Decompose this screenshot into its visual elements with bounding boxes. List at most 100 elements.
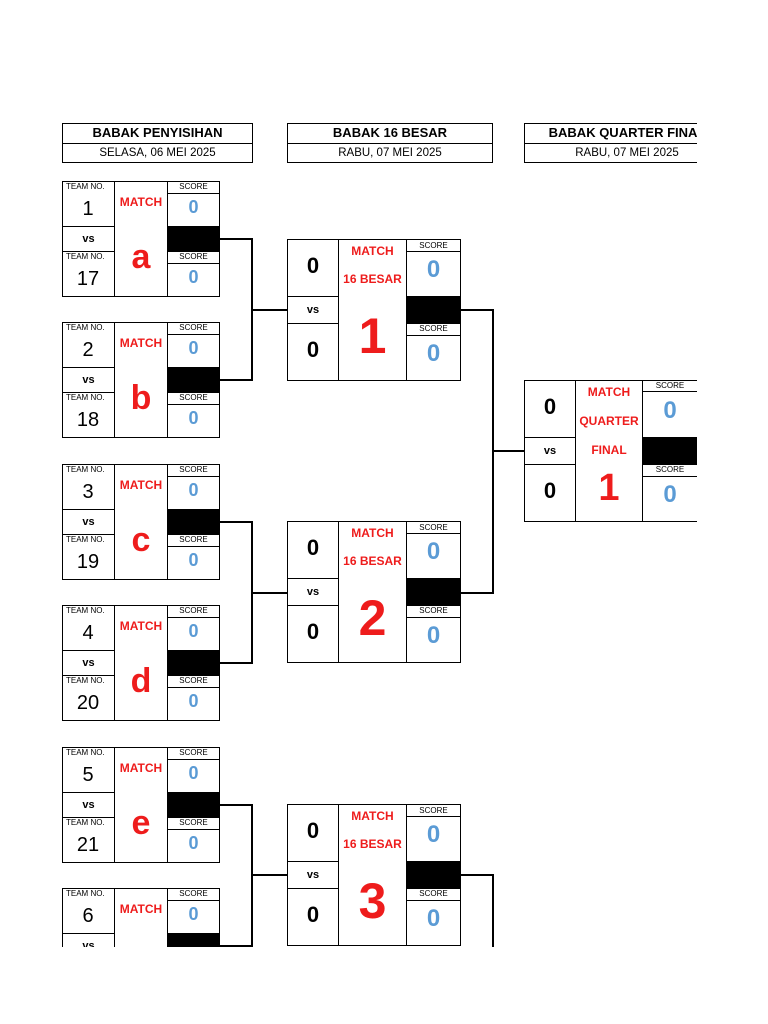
score-label: SCORE	[179, 323, 208, 332]
vs-label: vs	[82, 233, 95, 245]
team1-cell	[287, 521, 339, 579]
score2-value: 0	[188, 267, 199, 287]
score-separator-bar	[167, 934, 220, 947]
score1-cell	[167, 888, 220, 934]
score-divider	[167, 900, 220, 901]
score1-cell	[406, 521, 461, 579]
team1-number: 4	[82, 622, 94, 644]
vs-cell: vs	[62, 367, 115, 393]
match-cell	[114, 888, 168, 947]
match-label: MATCH	[119, 619, 163, 633]
score-label: SCORE	[419, 523, 448, 532]
score2-cell	[642, 464, 697, 522]
match-label: MATCH	[587, 385, 631, 399]
match-label: MATCH	[119, 195, 163, 209]
match-letter: b	[130, 379, 152, 417]
team2-cell	[287, 605, 339, 663]
team-no-label: TEAM NO.	[66, 323, 105, 332]
connector-line	[252, 309, 288, 311]
score2-value: 0	[188, 550, 199, 570]
team2-cell	[62, 675, 115, 721]
score-divider	[406, 533, 461, 534]
score2-cell	[167, 675, 220, 721]
score1-cell	[167, 181, 220, 227]
score-separator-bar	[167, 793, 220, 817]
score-divider	[167, 546, 220, 547]
score-label: SCORE	[179, 606, 208, 615]
vs-label: vs	[82, 940, 95, 947]
match-label: MATCH	[119, 478, 163, 492]
connector-line	[219, 804, 252, 806]
team2-number: 19	[76, 551, 100, 573]
vs-cell: vs	[524, 437, 576, 465]
team2-number: 20	[76, 692, 100, 714]
team-no-label: TEAM NO.	[66, 535, 105, 544]
score-divider	[406, 816, 461, 817]
team1-number: 1	[82, 198, 94, 220]
score-label: SCORE	[179, 889, 208, 898]
vs-cell: vs	[62, 226, 115, 252]
team1-number: 3	[82, 481, 94, 503]
score1-value: 0	[188, 621, 199, 641]
score-label: SCORE	[179, 252, 208, 261]
score1-value: 0	[188, 197, 199, 217]
score-label: SCORE	[179, 748, 208, 757]
stage-label: 16 BESAR	[343, 554, 402, 568]
team-no-label: TEAM NO.	[66, 889, 105, 898]
team-no-label: TEAM NO.	[66, 182, 105, 191]
team2-value: 0	[306, 619, 320, 644]
score2-value: 0	[426, 905, 441, 932]
connector-line	[493, 450, 525, 452]
match-letter: a	[131, 238, 151, 276]
connector-line	[219, 945, 252, 947]
score2-value: 0	[426, 622, 441, 649]
match-cell	[575, 380, 643, 522]
score-label: SCORE	[179, 535, 208, 544]
score-label: SCORE	[179, 182, 208, 191]
match-number: 3	[358, 873, 387, 929]
score2-value: 0	[188, 408, 199, 428]
score1-value: 0	[426, 256, 441, 283]
team2-cell	[62, 392, 115, 438]
stage-label-quarter: QUARTER	[579, 414, 639, 428]
vs-label: vs	[306, 586, 320, 598]
score1-value: 0	[426, 538, 441, 565]
score-label: SCORE	[419, 889, 448, 898]
vs-label: vs	[82, 516, 95, 528]
team2-value: 0	[306, 337, 320, 362]
score-separator-bar	[642, 437, 697, 464]
score2-value: 0	[426, 340, 441, 367]
team1-number: 6	[82, 905, 94, 927]
connector-line	[460, 309, 493, 311]
team-no-label: TEAM NO.	[66, 748, 105, 757]
team2-value: 0	[306, 902, 320, 927]
vs-cell: vs	[287, 578, 339, 606]
match-label: MATCH	[351, 244, 394, 258]
header-date: RABU, 07 MEI 2025	[575, 147, 679, 159]
team2-number: 18	[76, 409, 100, 431]
score-divider	[406, 335, 461, 336]
vs-label: vs	[306, 304, 320, 316]
header-title: BABAK PENYISIHAN	[63, 124, 252, 144]
header-date: RABU, 07 MEI 2025	[338, 147, 442, 159]
score-divider	[167, 759, 220, 760]
score-label: SCORE	[419, 806, 448, 815]
score1-value: 0	[426, 821, 441, 848]
vs-cell: vs	[62, 933, 115, 947]
match-label: MATCH	[351, 526, 394, 540]
header-title: BABAK QUARTER FINAL	[525, 124, 697, 144]
connector-line	[252, 592, 288, 594]
score2-value: 0	[188, 691, 199, 711]
header-quarter-final: BABAK QUARTER FINAL RABU, 07 MEI 2025	[524, 123, 697, 163]
score2-cell	[406, 888, 461, 946]
connector-line	[460, 874, 493, 876]
score-divider	[406, 900, 461, 901]
score-label: SCORE	[179, 818, 208, 827]
score1-cell	[167, 464, 220, 510]
vs-label: vs	[306, 869, 320, 881]
